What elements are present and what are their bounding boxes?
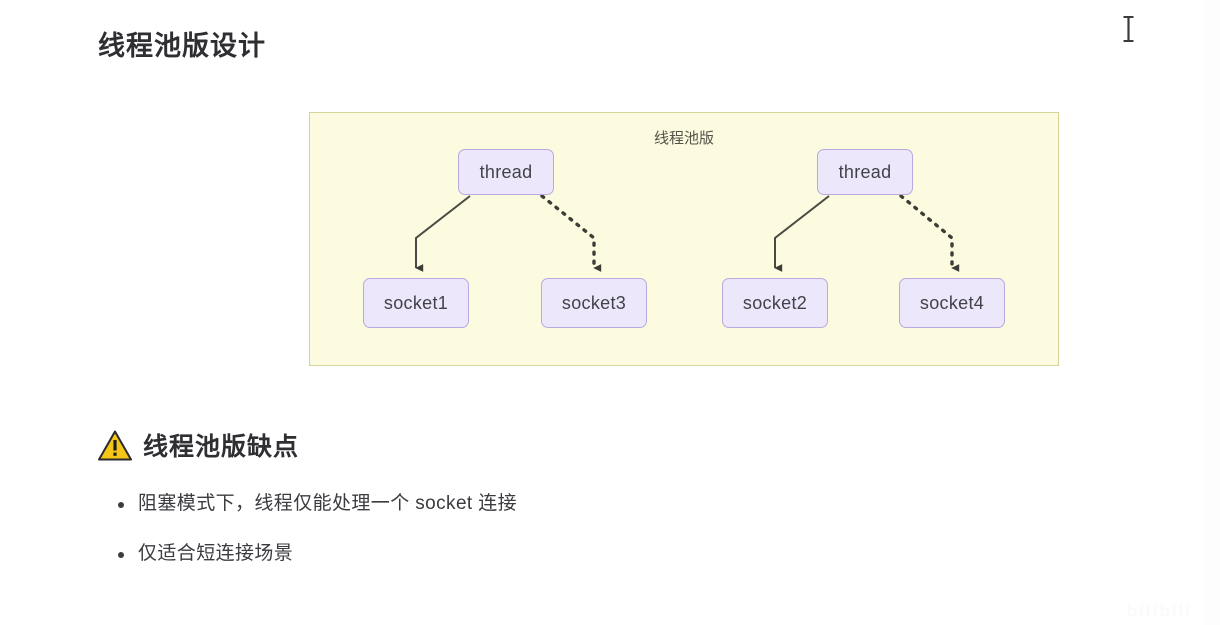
text-ibeam-cursor <box>1123 16 1134 42</box>
watermark: bilibili <box>1126 601 1192 620</box>
node-label: socket2 <box>742 292 808 313</box>
edge-thread-left-socket3 <box>540 194 602 272</box>
node-label: socket1 <box>383 292 449 313</box>
node-label: socket4 <box>919 292 985 313</box>
drawbacks-list: 阻塞模式下，线程仅能处理一个 socket 连接 仅适合短连接场景 <box>104 489 517 590</box>
list-item: 阻塞模式下，线程仅能处理一个 socket 连接 <box>117 489 517 519</box>
warning-heading: 线程池版缺点 <box>98 427 299 463</box>
page-title: 线程池版设计 <box>98 31 266 61</box>
node-label: thread <box>838 161 892 182</box>
edge-thread-right-socket2 <box>774 195 830 272</box>
diagram-connectors <box>415 194 960 272</box>
node-label: socket3 <box>561 292 627 313</box>
warning-triangle-icon <box>98 430 132 460</box>
warning-heading-text: 线程池版缺点 <box>143 433 300 461</box>
list-item: 仅适合短连接场景 <box>117 539 517 569</box>
diagram-node-socket1: socket1 <box>363 278 469 328</box>
diagram-node-socket4: socket4 <box>899 278 1005 328</box>
thread-pool-diagram: 线程池版 thread thread socket1 s <box>309 112 1059 366</box>
diagram-node-thread-right: thread <box>817 149 913 195</box>
edge-thread-right-socket4 <box>899 194 960 272</box>
diagram-caption: 线程池版 <box>653 130 714 147</box>
edge-thread-left-socket1 <box>415 195 471 272</box>
diagram-node-thread-left: thread <box>458 149 554 195</box>
diagram-node-socket2: socket2 <box>722 278 828 328</box>
page-edge <box>1204 0 1220 625</box>
diagram-node-socket3: socket3 <box>541 278 647 328</box>
node-label: thread <box>479 161 533 182</box>
